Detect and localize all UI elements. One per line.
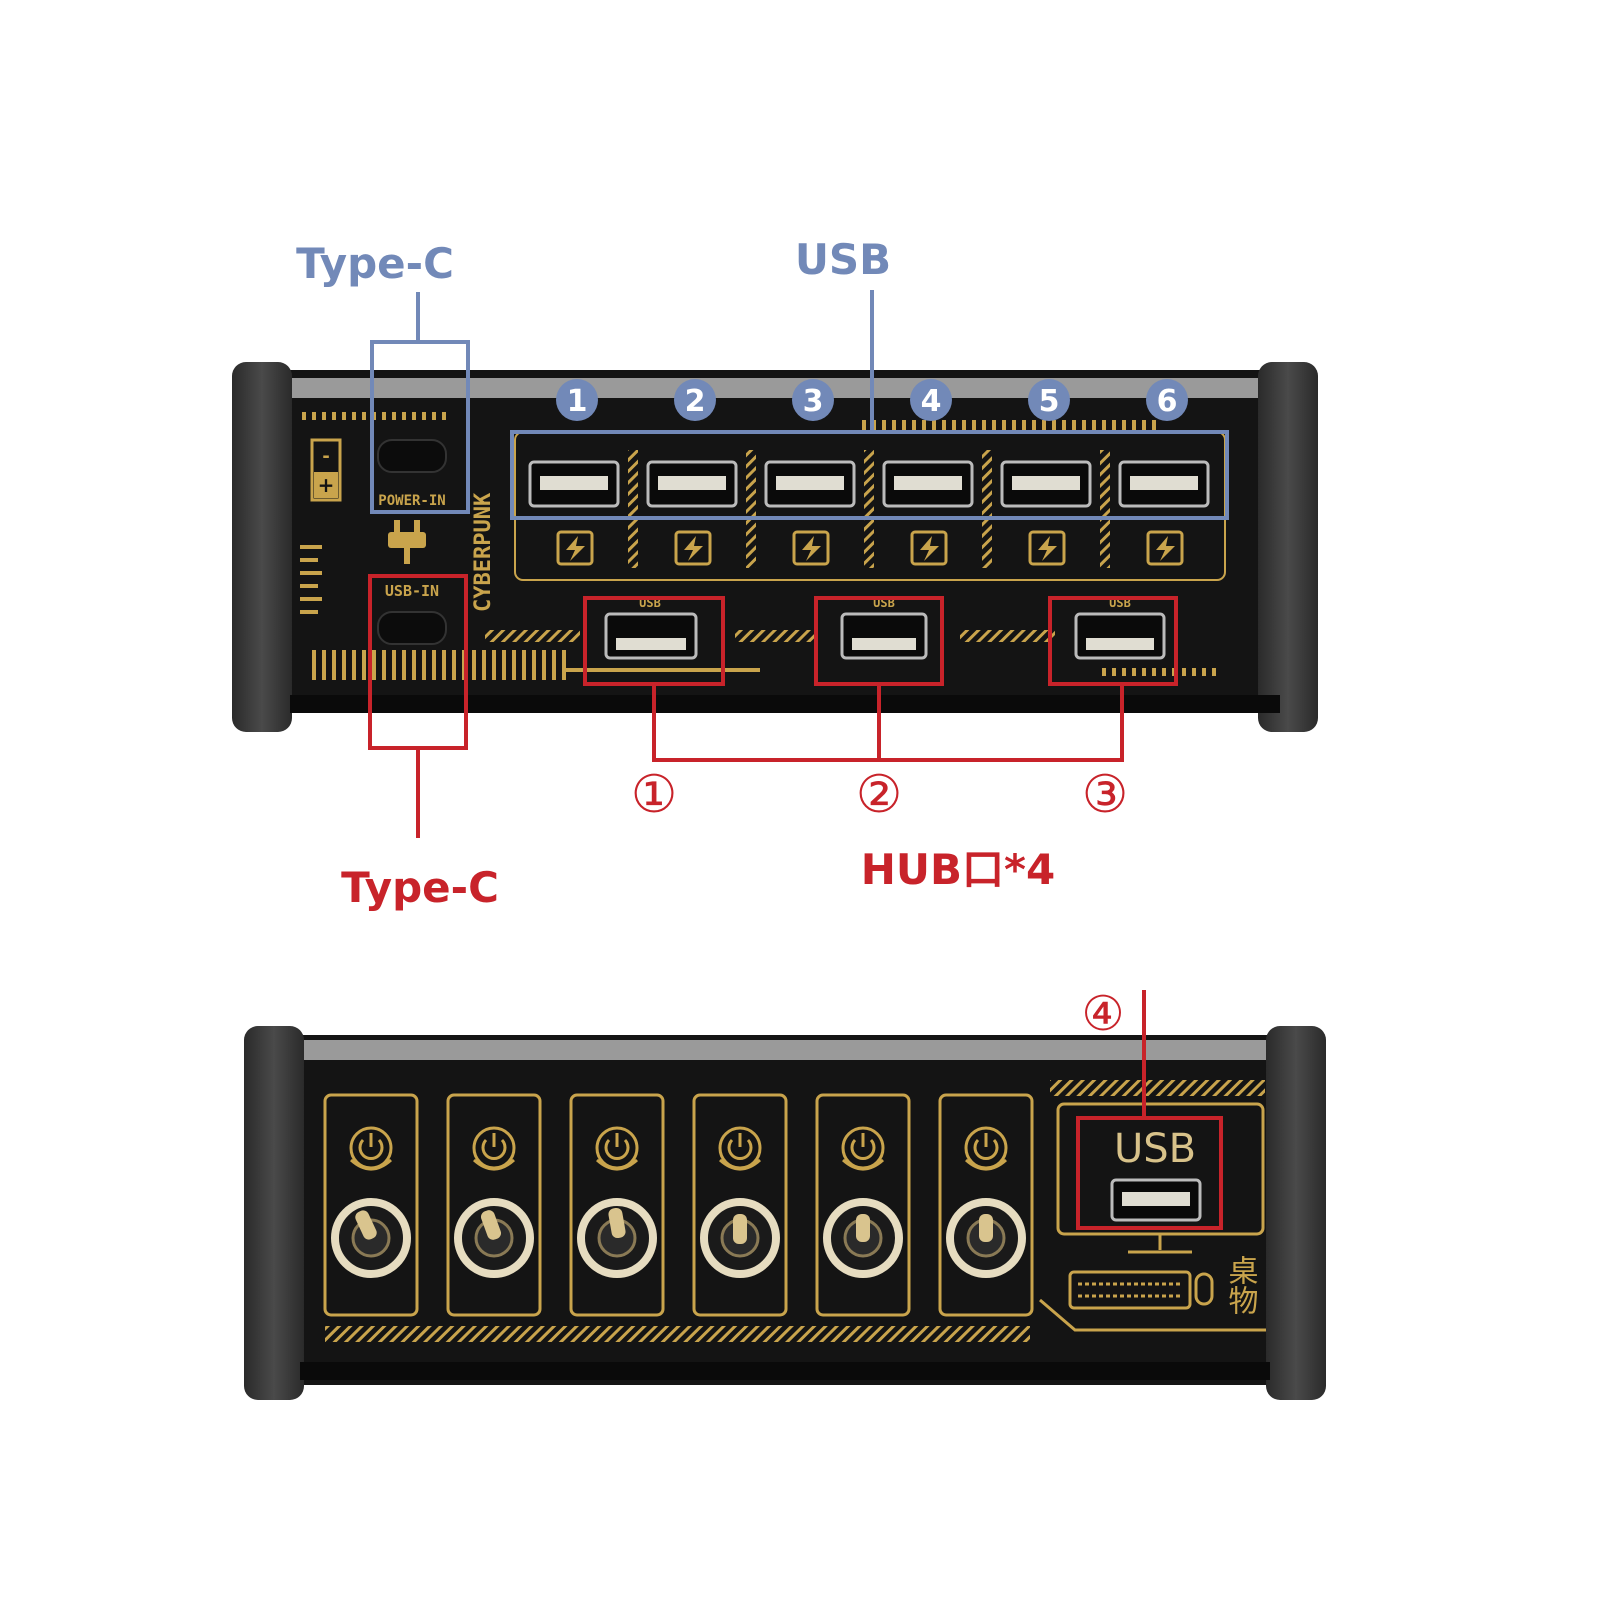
usb-in-label: USB-IN [385,582,439,600]
bolt-icon [910,530,948,566]
hub-gold-line [565,668,760,672]
toggle-switch-icon[interactable] [823,1198,903,1278]
toggle-switch-icon[interactable] [454,1198,534,1278]
usb-port-2 [646,460,738,508]
toggle-switch-icon[interactable] [946,1198,1026,1278]
switch-panel [569,1093,665,1317]
hub-port-1: USB [604,596,698,660]
port-dividers [628,450,1110,568]
monitor-icon [1056,1102,1265,1254]
polarity-plus: + [318,473,335,497]
hub-hatch-3 [960,630,1055,642]
hub-circle-3: ③ [1082,765,1129,825]
switch-panel [938,1093,1034,1317]
circuit-trace [1039,1298,1266,1332]
bottom-rail [300,1040,1270,1060]
circle-4: ④ [1081,986,1124,1042]
hub-right-ticks [1100,668,1220,676]
usb-number-6: 6 [1157,384,1178,419]
power-icon [472,1126,516,1171]
usb-in-port [377,611,447,645]
top-bumper-right [1258,362,1318,732]
power-icon [841,1126,885,1171]
usb-ports [528,460,1210,508]
bolt-icon [792,530,830,566]
bottom-bumper-left [244,1026,304,1400]
rear-red-annotation [1076,990,1223,1230]
rear-usb-label: USB [1114,1126,1196,1172]
bottom-body [270,1035,1310,1385]
usb-port-5 [1000,460,1092,508]
top-rail [290,378,1280,398]
bolt-icon [1028,530,1066,566]
hub-port-3: USB [1074,596,1166,660]
mouse-icon [1194,1272,1214,1306]
switch-panels [323,1093,1034,1317]
typec-bottom-label: Type-C [341,863,499,912]
power-icon [718,1126,762,1171]
usb-number-2: 2 [685,384,706,419]
usb-port-1 [528,460,620,508]
polarity-box [310,438,342,502]
bolt-icon [1146,530,1184,566]
blue-annotations [370,290,1229,520]
usb-port-4 [882,460,974,508]
hub-hatch-2 [735,630,815,642]
toggle-switch-icon[interactable] [700,1198,780,1278]
usb-top-label: USB [795,235,891,284]
usb-number-5: 5 [1039,384,1060,419]
top-body [260,370,1310,710]
polarity-minus: - [321,446,332,467]
usb-number-1: 1 [567,384,588,419]
hub-circle-2: ② [856,765,903,825]
corner-text: 桌物 [1223,1255,1259,1315]
hub-label: HUB口*4 [861,845,1055,894]
bolt-icon [556,530,594,566]
power-in-port [377,439,447,473]
toggle-switch-icon[interactable] [331,1198,411,1278]
top-bumper-left [232,362,292,732]
bottom-hatch-strip [325,1326,1030,1342]
hub-circle-1: ① [631,765,678,825]
switch-panel [692,1093,788,1317]
power-icon [349,1126,393,1171]
top-right-hatch [1050,1080,1265,1096]
bottom-bumper-right [1266,1026,1326,1400]
red-annotations [368,574,1178,838]
left-tick-row [300,412,450,420]
switch-panel [815,1093,911,1317]
bottom-base-strip [300,1362,1270,1380]
left-bars [300,545,322,614]
usb-row-top-ticks [860,420,1160,430]
bottom-unit: 桌物 USB ④ [244,986,1326,1400]
usb-number-4: 4 [921,384,942,419]
bottom-tick-row [310,650,570,680]
hub-hatch-1 [485,630,580,642]
power-icon [595,1126,639,1171]
typec-top-label: Type-C [296,239,454,288]
usb-number-badges: 1 2 3 4 5 6 [556,379,1188,421]
usb-port-3 [764,460,856,508]
plug-icon [388,520,426,564]
usb-port-6 [1118,460,1210,508]
switch-panel [323,1093,419,1317]
power-in-label: POWER-IN [378,493,445,509]
keyboard-icon [1068,1270,1192,1310]
usb-number-3: 3 [803,384,824,419]
toggle-switch-icon[interactable] [577,1198,657,1278]
bolt-icons [556,530,1184,566]
polarity-plus-bg [314,472,338,498]
top-unit: Type-C USB - + POWER-IN USB-I [232,235,1318,912]
rear-usb-port [1110,1178,1202,1222]
bolt-icon [674,530,712,566]
switch-panel [446,1093,542,1317]
power-icon [964,1126,1008,1171]
top-bottom-strip [290,695,1280,713]
brand-text: CYBERPUNK [471,492,496,612]
